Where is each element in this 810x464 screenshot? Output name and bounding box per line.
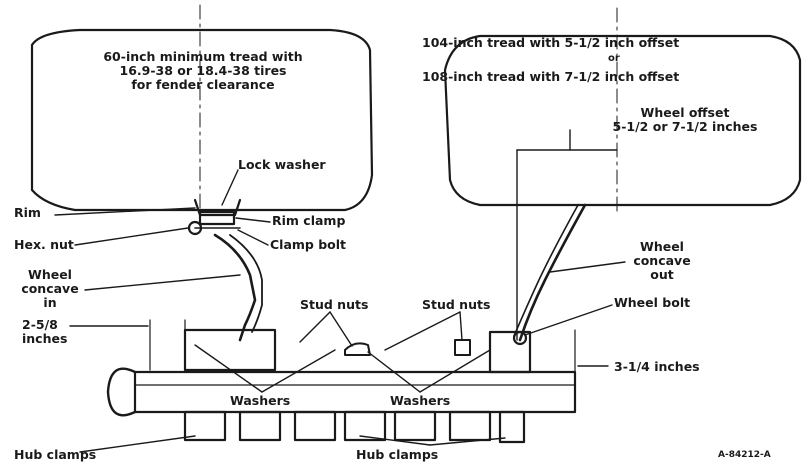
- axle-end-cap: [106, 367, 137, 417]
- concave-in-line-3: in: [43, 295, 57, 310]
- leader-hub-clamps-right-1: [359, 435, 431, 446]
- concave-in-line-2: concave: [21, 281, 79, 296]
- concave-out-line-1: Wheel: [640, 239, 684, 254]
- leader-wheel-bolt: [524, 304, 613, 336]
- wheel-offset-line-1: Wheel offset: [640, 105, 730, 120]
- hub-clamps-left-label: Hub clamps: [14, 447, 97, 462]
- left-tread-note: 60-inch minimum tread with 16.9-38 or 18…: [78, 50, 328, 92]
- wheel-concave-out-label: Wheel concave out: [622, 240, 702, 282]
- dim-left-line-1: 2-5/8: [22, 317, 58, 332]
- leader-clamp-bolt: [237, 229, 269, 246]
- leader-stud-nuts-right-2: [384, 311, 461, 351]
- leader-stud-nuts-left-2: [329, 311, 353, 347]
- washers-right-label: Washers: [388, 393, 453, 408]
- leader-washers-right-1: [367, 351, 421, 393]
- dim-right-label: 3-1/4 inches: [614, 359, 700, 374]
- hub-clamp-7: [498, 410, 526, 444]
- stud-nuts-left-label: Stud nuts: [300, 297, 369, 312]
- dim-left-label: 2-5/8 inches: [22, 318, 67, 346]
- lock-washer-label: Lock washer: [238, 157, 326, 172]
- hub-clamps-right-label: Hub clamps: [356, 447, 439, 462]
- left-hub: [183, 328, 277, 372]
- left-tread-note-line-1: 60-inch minimum tread with: [103, 49, 303, 64]
- clamp-bolt-label: Clamp bolt: [270, 237, 347, 252]
- leader-washers-left-1: [194, 344, 263, 393]
- leader-concave-in: [84, 274, 241, 291]
- leader-stud-nuts-left-1: [299, 311, 331, 343]
- left-rim: [193, 198, 242, 217]
- dim-left-line-2: inches: [22, 331, 68, 346]
- rim-clamp: [198, 210, 236, 226]
- right-wheel-disc-inner: [513, 204, 579, 337]
- left-tread-note-line-2: 16.9-38 or 18.4-38 tires: [119, 63, 287, 78]
- leader-rim-clamp: [235, 217, 271, 223]
- left-wheel-disc-inner: [229, 234, 263, 333]
- hub-clamp-2: [238, 410, 282, 442]
- stud-nut-right: [454, 339, 471, 356]
- hub-clamp-3: [293, 410, 337, 442]
- wheel-concave-in-label: Wheel concave in: [15, 268, 85, 310]
- leader-hub-clamps-right-2: [429, 437, 506, 446]
- wheel-offset-line-2: 5-1/2 or 7-1/2 inches: [612, 119, 758, 134]
- leader-stud-nuts-right-1: [459, 311, 463, 341]
- leader-rim: [54, 207, 196, 216]
- leader-washers-right-2: [419, 349, 491, 393]
- right-tread-1: 104-inch tread with 5-1/2 inch offset: [422, 35, 680, 50]
- rim-clamp-label: Rim clamp: [272, 213, 346, 228]
- leader-concave-out: [549, 261, 626, 273]
- hub-clamp-4: [343, 410, 387, 442]
- right-tire-outline: [443, 34, 802, 207]
- axle: [133, 370, 577, 414]
- hub-clamp-1: [183, 410, 227, 442]
- concave-out-line-3: out: [650, 267, 674, 282]
- right-tread-2: 108-inch tread with 7-1/2 inch offset: [422, 69, 680, 84]
- washers-left-label: Washers: [228, 393, 293, 408]
- hub-clamp-6: [448, 410, 492, 442]
- hub-clamp-5: [393, 410, 437, 442]
- concave-in-line-1: Wheel: [28, 267, 72, 282]
- hex-nut-label: Hex. nut: [14, 237, 74, 252]
- stud-nuts-right-label: Stud nuts: [422, 297, 491, 312]
- figure-code: A-84212-A: [718, 450, 771, 460]
- leader-lock-washer: [221, 169, 239, 206]
- left-wheel-disc: [213, 233, 257, 342]
- leader-hex-nut: [74, 227, 189, 246]
- wheel-bolt-circle: [512, 330, 528, 346]
- right-hub-block: [488, 330, 532, 374]
- wheel-bolt-label: Wheel bolt: [614, 295, 691, 310]
- left-tire-outline: [30, 28, 374, 212]
- concave-out-line-2: concave: [633, 253, 691, 268]
- leader-washers-left-2: [261, 349, 336, 393]
- right-wheel-disc: [518, 203, 587, 342]
- right-tread-or: or: [608, 53, 620, 64]
- leader-hub-clamps-left: [79, 435, 196, 453]
- wheel-offset-label: Wheel offset 5-1/2 or 7-1/2 inches: [570, 106, 800, 134]
- stud-nut-left: [344, 342, 371, 356]
- left-tread-note-line-3: for fender clearance: [131, 77, 275, 92]
- rim-label: Rim: [14, 205, 41, 220]
